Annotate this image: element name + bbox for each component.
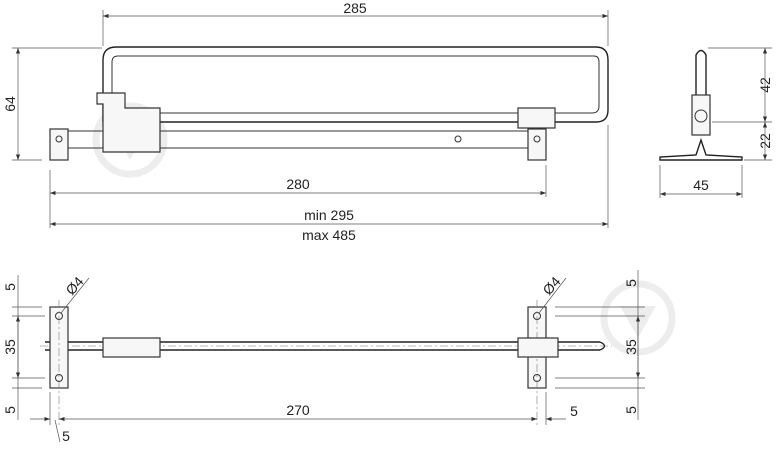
dim-42: 42: [757, 77, 773, 93]
slider-block: [96, 92, 161, 153]
right-bracket: [527, 128, 547, 161]
dim-plate-left: 5: [62, 428, 70, 444]
dim-45: 45: [693, 177, 709, 193]
slider-block: [102, 337, 161, 358]
dim-right-top: 5: [623, 279, 639, 287]
dim-285: 285: [343, 0, 367, 16]
dim-64: 64: [2, 96, 18, 112]
watermark-logo: [92, 102, 676, 356]
bottom-view: 5 35 5 5 35 5 Ø4 Ø4 270 5 5: [2, 270, 645, 444]
rail-clip: [517, 337, 559, 358]
left-bracket: [49, 128, 69, 161]
top-view: 285 64 280 min 295 max 485: [2, 0, 609, 243]
dim-max: max 485: [302, 227, 356, 243]
dim-diameter-right: Ø4: [539, 273, 564, 298]
rail-clip: [517, 107, 556, 129]
dim-left-35: 35: [2, 339, 18, 355]
dim-280: 280: [286, 176, 310, 192]
dim-22: 22: [757, 133, 773, 149]
dim-270: 270: [286, 402, 310, 418]
dim-left-top: 5: [2, 283, 18, 291]
dim-plate-right: 5: [570, 403, 578, 419]
dim-right-35: 35: [623, 339, 639, 355]
dim-right-bottom: 5: [623, 406, 639, 414]
dim-left-bottom: 5: [2, 406, 18, 414]
dim-diameter-left: Ø4: [62, 273, 87, 298]
side-view: 42 22 45: [659, 47, 773, 198]
dim-min: min 295: [304, 207, 354, 223]
